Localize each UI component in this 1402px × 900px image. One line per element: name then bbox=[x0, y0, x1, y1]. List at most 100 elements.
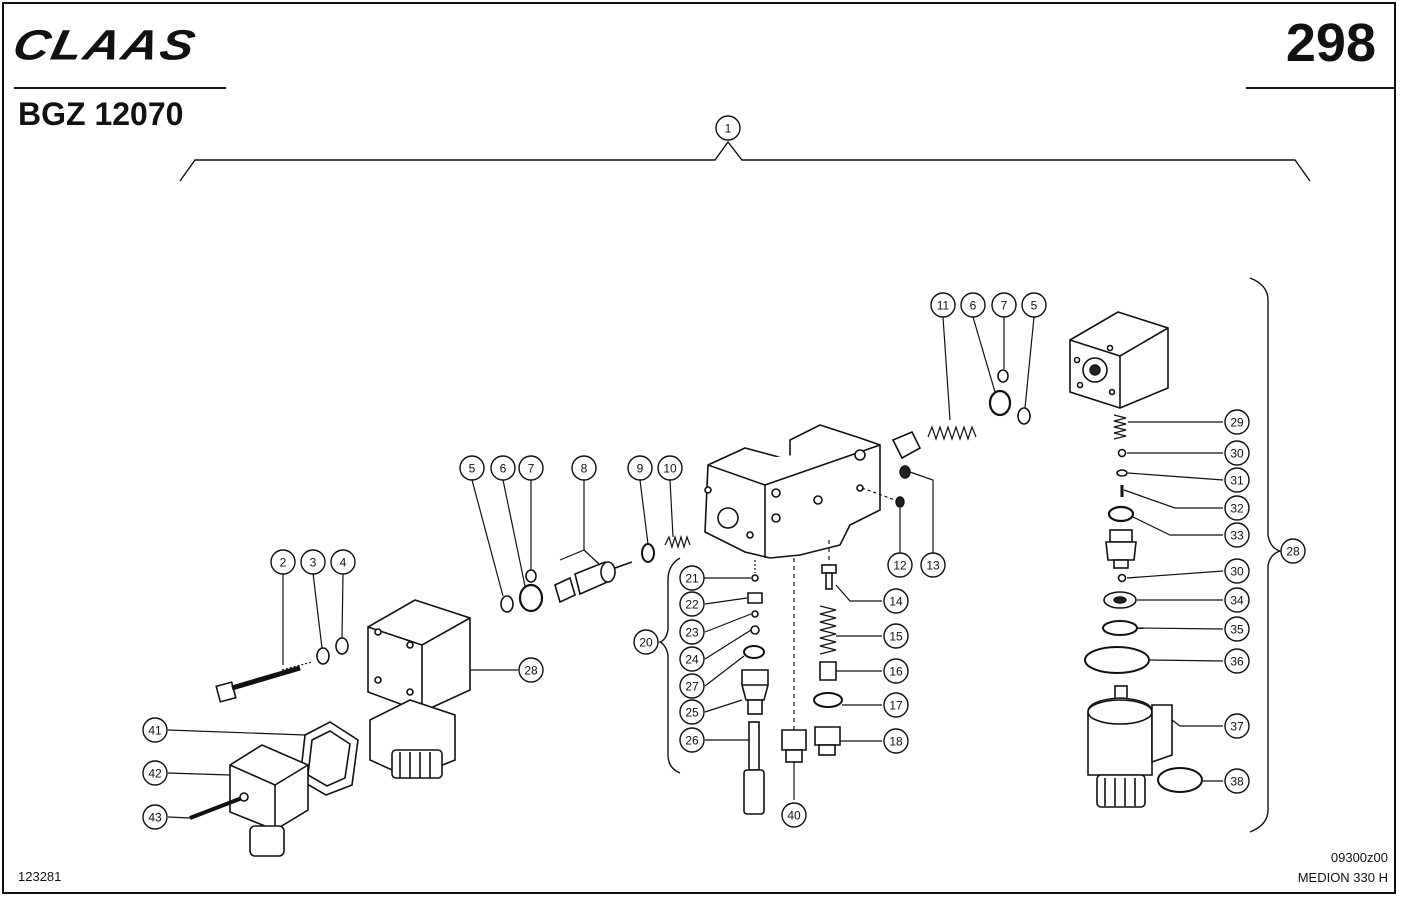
callout-label: 21 bbox=[685, 572, 699, 586]
callout-label: 38 bbox=[1230, 775, 1244, 789]
callout-c15: 15 bbox=[883, 623, 909, 649]
callout-circle bbox=[679, 699, 705, 725]
callout-circle bbox=[715, 115, 741, 141]
callout-circle bbox=[627, 455, 653, 481]
callout-label: 32 bbox=[1230, 502, 1244, 516]
callout-label: 31 bbox=[1230, 474, 1244, 488]
callout-circle bbox=[1224, 587, 1250, 613]
callout-c32: 32 bbox=[1224, 495, 1250, 521]
callout-circle bbox=[883, 692, 909, 718]
callout-circle bbox=[459, 455, 485, 481]
callout-c16: 16 bbox=[883, 658, 909, 684]
callout-circle bbox=[1224, 558, 1250, 584]
callout-circle bbox=[883, 623, 909, 649]
ball-part bbox=[1117, 448, 1127, 458]
callout-c22: 22 bbox=[679, 591, 705, 617]
fitting-group-bracket bbox=[658, 557, 681, 774]
callout-circle bbox=[1224, 648, 1250, 674]
callout-circle bbox=[883, 658, 909, 684]
callout-circle bbox=[1224, 495, 1250, 521]
callout-c25: 25 bbox=[679, 699, 705, 725]
nozzle-part bbox=[747, 592, 763, 604]
callout-label: 43 bbox=[148, 811, 162, 825]
callout-label: 42 bbox=[148, 767, 162, 781]
spool-part bbox=[554, 560, 633, 604]
valve-group-bracket bbox=[1249, 277, 1283, 833]
valve-seat-part bbox=[1105, 529, 1137, 569]
callout-label: 28 bbox=[524, 664, 538, 678]
nut-part bbox=[1103, 591, 1137, 609]
callout-label: 2 bbox=[280, 556, 287, 570]
spring-part bbox=[664, 534, 691, 550]
seal-ring-part bbox=[1157, 767, 1203, 793]
callout-label: 15 bbox=[889, 630, 903, 644]
bolt-part bbox=[215, 661, 313, 703]
drawing-code: 09300z00 bbox=[1330, 850, 1388, 865]
callout-label: 5 bbox=[469, 462, 476, 476]
seal-ring-part bbox=[997, 369, 1009, 383]
callout-circle bbox=[679, 673, 705, 699]
o-ring-part bbox=[751, 574, 759, 582]
callout-circle bbox=[887, 552, 913, 578]
seal-ring-part bbox=[1084, 646, 1150, 674]
callout-circle bbox=[883, 588, 909, 614]
header-rule-left bbox=[14, 87, 226, 89]
callout-label: 25 bbox=[685, 706, 699, 720]
image-number: 123281 bbox=[18, 869, 62, 884]
assembly-code: BGZ 12070 bbox=[18, 96, 184, 132]
callout-label: 17 bbox=[889, 699, 903, 713]
o-ring-part bbox=[1116, 469, 1128, 477]
callout-c6b: 6 bbox=[960, 292, 986, 318]
callout-circle bbox=[633, 629, 659, 655]
callout-circle bbox=[270, 549, 296, 575]
callout-circle bbox=[518, 657, 544, 683]
callout-label: 9 bbox=[637, 462, 644, 476]
callout-label: 11 bbox=[937, 299, 950, 313]
callout-c18: 18 bbox=[883, 728, 909, 754]
seal-ring-part bbox=[813, 692, 843, 708]
seal-ring-part bbox=[500, 595, 514, 613]
callout-c37: 37 bbox=[1224, 713, 1250, 739]
assembly-bracket bbox=[179, 140, 1311, 182]
callout-c9: 9 bbox=[627, 455, 653, 481]
union-fitting bbox=[741, 669, 769, 715]
callout-c42: 42 bbox=[142, 760, 168, 786]
cover-block bbox=[1069, 311, 1169, 409]
callout-c12: 12 bbox=[887, 552, 913, 578]
callout-c14: 14 bbox=[883, 588, 909, 614]
callout-label: 6 bbox=[970, 299, 977, 313]
callout-circle bbox=[300, 549, 326, 575]
seal-ring-part bbox=[1017, 407, 1031, 425]
callout-label: 6 bbox=[500, 462, 507, 476]
callout-circle bbox=[571, 455, 597, 481]
callout-circle bbox=[1280, 538, 1306, 564]
callout-label: 30 bbox=[1230, 565, 1244, 579]
callout-c2: 2 bbox=[270, 549, 296, 575]
callout-label: 5 bbox=[1031, 299, 1038, 313]
callout-c8: 8 bbox=[571, 455, 597, 481]
callout-label: 3 bbox=[310, 556, 317, 570]
footer-right: 09300z00 MEDION 330 H bbox=[1298, 848, 1388, 888]
callout-circle bbox=[490, 455, 516, 481]
callout-label: 14 bbox=[889, 595, 903, 609]
leader-lines bbox=[167, 316, 1224, 819]
callout-c20: 20 bbox=[633, 629, 659, 655]
callout-circle bbox=[1021, 292, 1047, 318]
callout-circle bbox=[1224, 467, 1250, 493]
callout-circle bbox=[1224, 409, 1250, 435]
callout-c41: 41 bbox=[142, 717, 168, 743]
callout-label: 34 bbox=[1230, 594, 1244, 608]
callout-circle bbox=[330, 549, 356, 575]
callout-c21: 21 bbox=[679, 565, 705, 591]
callout-c28a: 28 bbox=[518, 657, 544, 683]
callout-circle bbox=[991, 292, 1017, 318]
callout-label: 27 bbox=[685, 680, 699, 694]
seal-ring-part bbox=[1107, 505, 1135, 523]
callout-label: 29 bbox=[1230, 416, 1244, 430]
union-fitting bbox=[781, 558, 807, 763]
callout-c38: 38 bbox=[1224, 768, 1250, 794]
callout-label: 20 bbox=[639, 636, 653, 650]
